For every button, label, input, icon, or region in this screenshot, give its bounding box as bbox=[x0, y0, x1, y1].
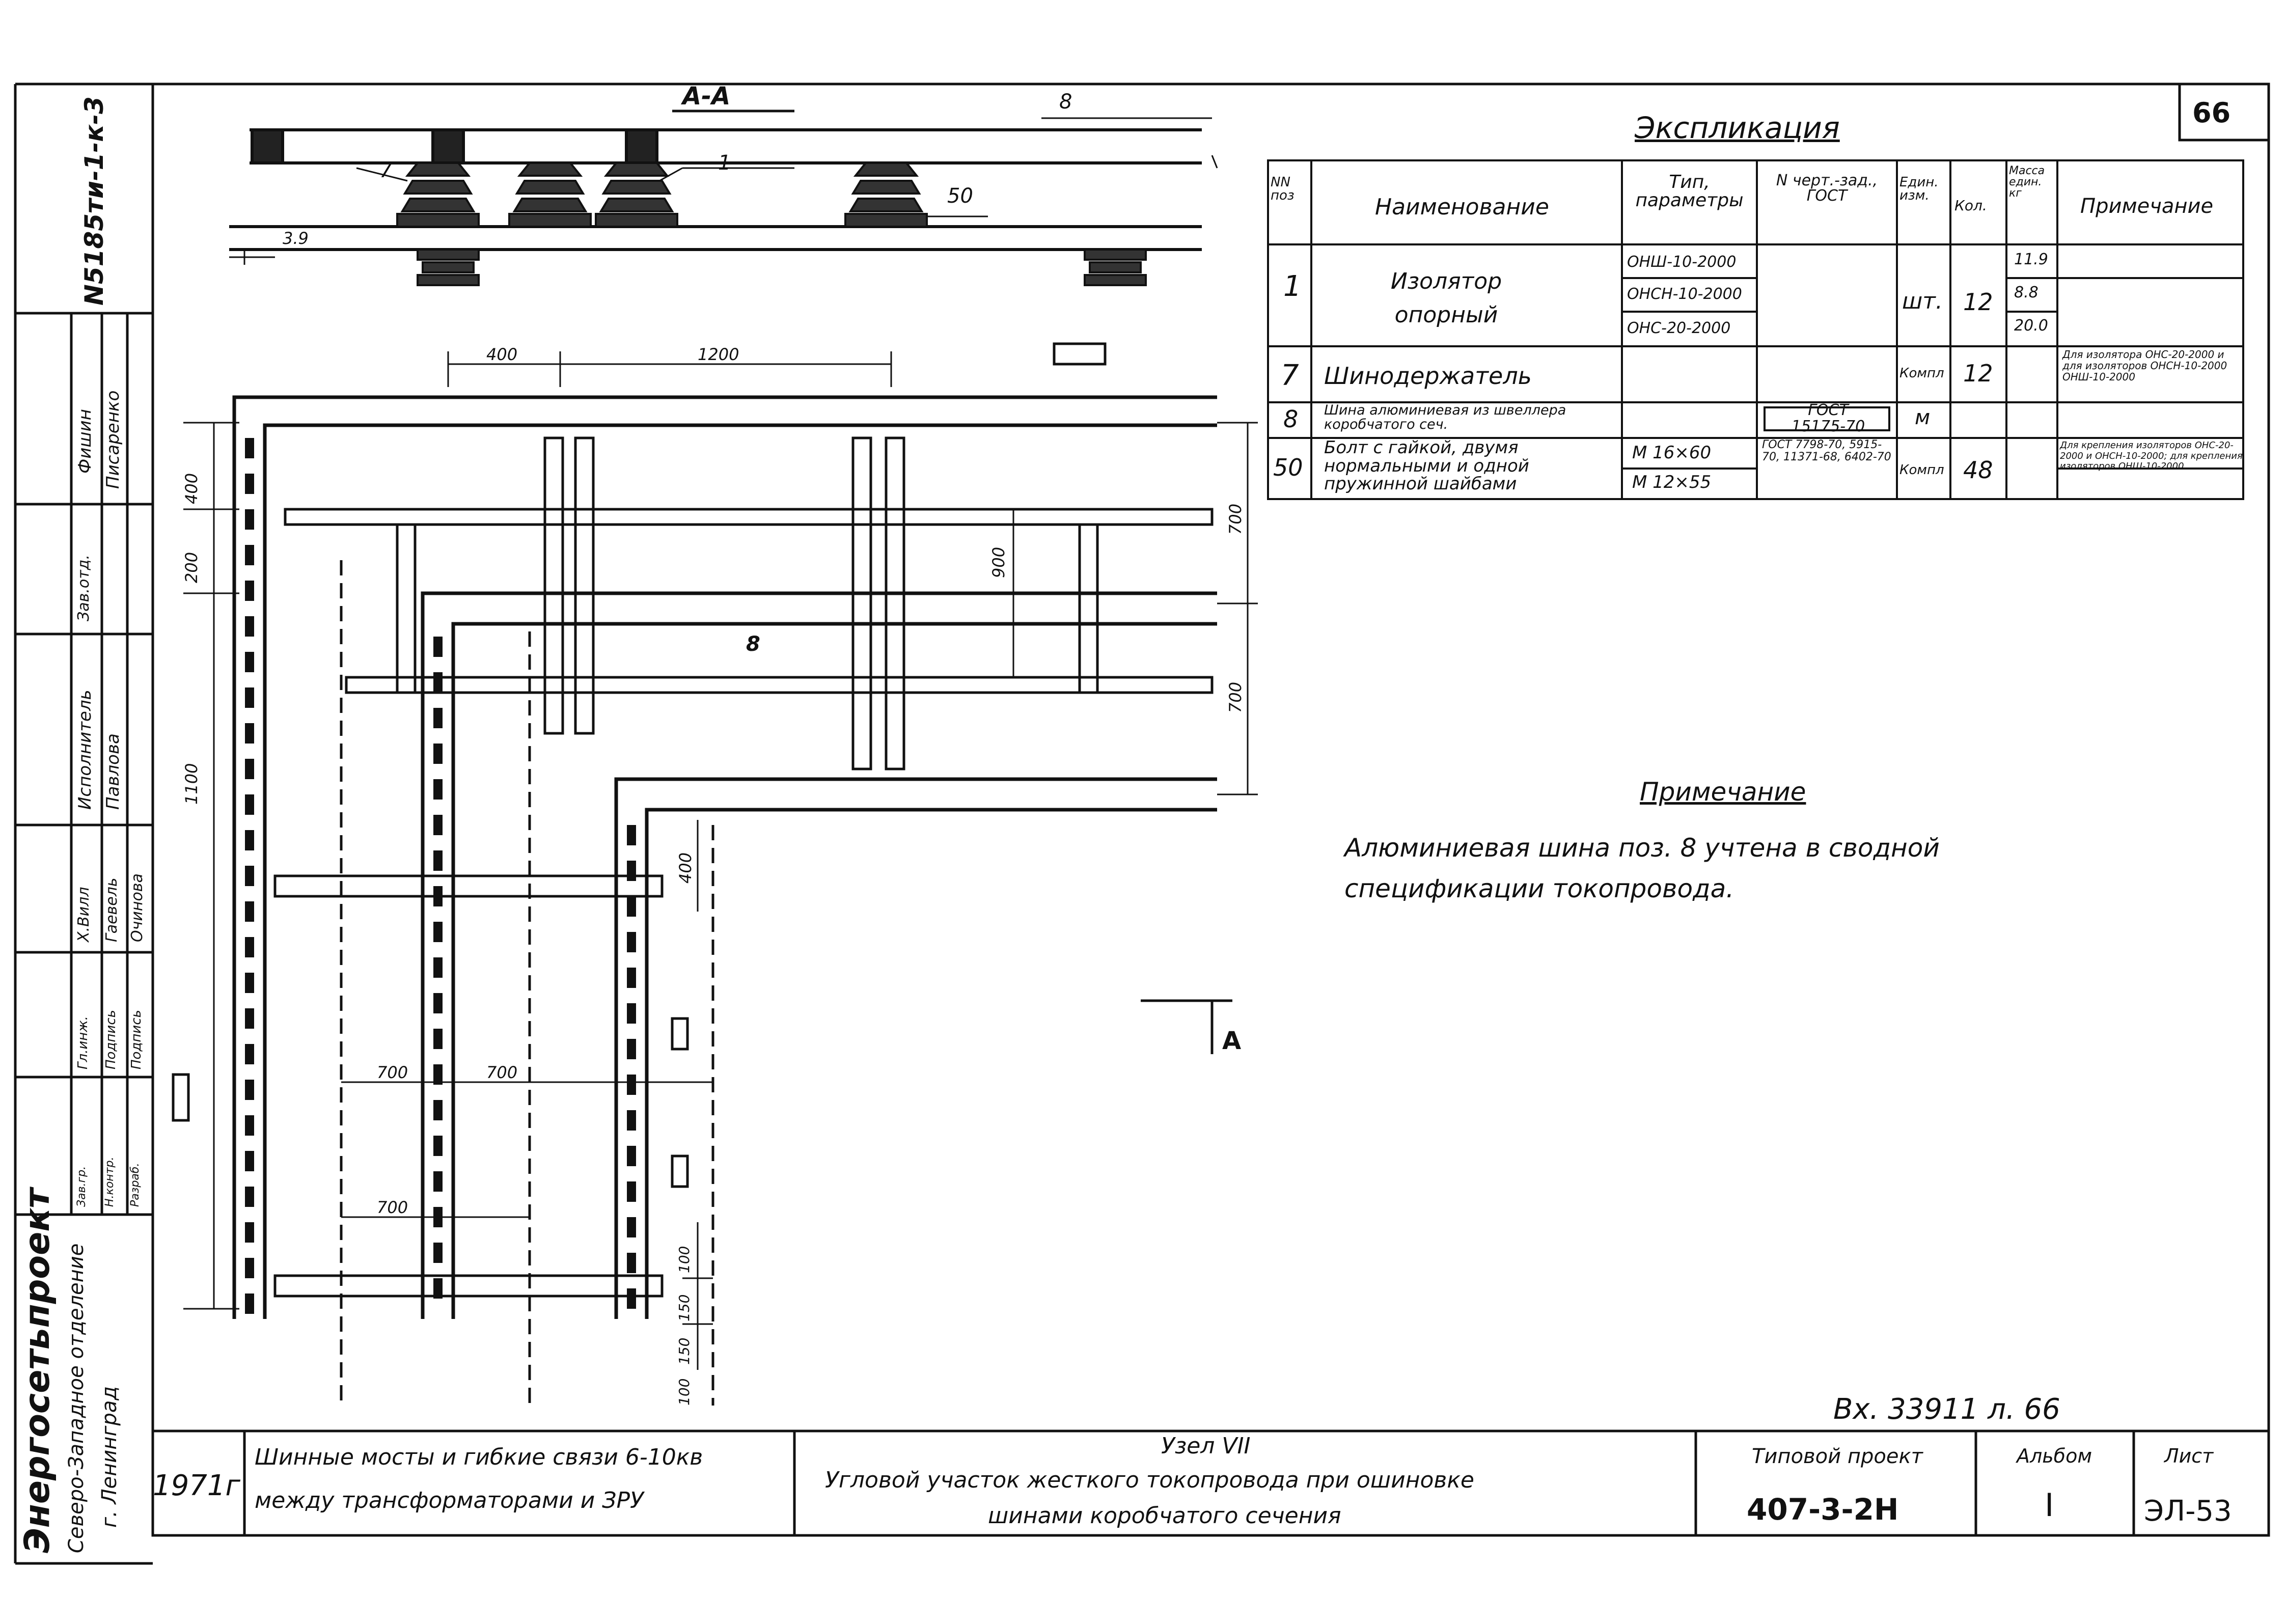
spec-row-note: Для изолятора ОНС-20-2000 и для изолятор… bbox=[2062, 348, 2227, 383]
note-line: Алюминиевая шина поз. 8 учтена в сводной bbox=[1344, 833, 1940, 863]
dim-label: 1200 bbox=[698, 345, 739, 364]
title-description: шинами коробчатого сечения bbox=[988, 1503, 1341, 1529]
section-label: А-А bbox=[682, 82, 731, 111]
position-label-1: 1 bbox=[718, 151, 731, 175]
title-description: Угловой участок жесткого токопровода при… bbox=[825, 1467, 1474, 1493]
spec-row-gost: ГОСТ 15175-70 bbox=[1791, 401, 1865, 435]
dim-label: 200 bbox=[182, 552, 201, 583]
left-strip-cell: Зав.гр. bbox=[75, 1166, 88, 1207]
title-album-label: Альбом bbox=[2017, 1445, 2092, 1467]
left-strip-cell: Гаевель bbox=[103, 877, 121, 942]
left-strip-cell: Н.контр. bbox=[103, 1157, 116, 1207]
spec-header-gost: N черт.-зад., ГОСТ bbox=[1776, 172, 1878, 205]
spec-row-note: Для крепления изоляторов ОНС-20-2000 и О… bbox=[2060, 440, 2243, 472]
left-strip-cell: Гл.инж. bbox=[75, 1016, 91, 1069]
spec-row-mass: 11.9 bbox=[2014, 251, 2048, 268]
note-title: Примечание bbox=[1640, 777, 1806, 807]
spec-row-type: М 12×55 bbox=[1632, 472, 1712, 492]
left-strip-cell: Х.Вилл bbox=[75, 887, 93, 942]
title-album-number: I bbox=[2045, 1487, 2054, 1524]
spec-row-type: М 16×60 bbox=[1632, 443, 1712, 463]
inventory-number: Вх. 33911 л. 66 bbox=[1833, 1393, 2060, 1426]
spec-row-num: 7 bbox=[1281, 359, 1299, 392]
dim-label: 400 bbox=[486, 345, 518, 364]
dim-label: 100 bbox=[676, 1246, 693, 1273]
spec-header-unit: Един. изм. bbox=[1899, 175, 1939, 203]
elevation-label: 3.9 bbox=[283, 229, 309, 248]
spec-row-qty: 12 bbox=[1963, 288, 1993, 316]
spec-row-name: Болт с гайкой, двумя нормальными и одной… bbox=[1324, 437, 1529, 494]
spec-header-type: Тип, параметры bbox=[1635, 172, 1744, 211]
dim-label: 400 bbox=[182, 473, 201, 504]
spec-row-unit: Компл bbox=[1899, 462, 1944, 478]
spec-row-type: ОНШ-10-2000 bbox=[1627, 253, 1737, 271]
spec-row-num: 50 bbox=[1273, 454, 1303, 481]
spec-row-num: 8 bbox=[1283, 405, 1299, 433]
title-year: 1971г bbox=[153, 1469, 240, 1502]
title-sheet-label: Лист bbox=[2164, 1445, 2214, 1467]
sheet-tab-number: 66 bbox=[2192, 97, 2231, 129]
title-sheet-number: ЭЛ-53 bbox=[2144, 1495, 2232, 1528]
org-name: Энергосетьпроект bbox=[17, 1188, 58, 1553]
spec-row-mass: 20.0 bbox=[2014, 317, 2048, 335]
dim-label: 700 bbox=[1226, 503, 1245, 535]
left-strip-cell: Павлова bbox=[103, 733, 123, 810]
title-project-label: Типовой проект bbox=[1752, 1445, 1923, 1468]
spec-header-num: NN поз bbox=[1271, 175, 1295, 203]
spec-row-name: Шина алюминиевая из швеллера коробчатого… bbox=[1324, 402, 1566, 433]
spec-header-qty: Кол. bbox=[1954, 197, 1987, 214]
spec-row-qty: 12 bbox=[1963, 360, 1993, 387]
spec-row-num: 1 bbox=[1283, 270, 1302, 303]
left-strip-cell: Подпись bbox=[129, 1010, 144, 1069]
left-strip-cell: Писаренко bbox=[103, 390, 123, 489]
position-label-7: 7 bbox=[379, 159, 393, 182]
dim-label: 700 bbox=[377, 1198, 408, 1217]
dim-label: 150 bbox=[676, 1337, 693, 1365]
dim-label: 400 bbox=[676, 852, 695, 884]
spec-title: Экспликация bbox=[1635, 111, 1840, 145]
dim-label: 150 bbox=[676, 1294, 693, 1322]
dim-label: 700 bbox=[1226, 681, 1245, 713]
left-strip-cell: Фишин bbox=[75, 409, 95, 474]
spec-header-name: Наименование bbox=[1375, 194, 1549, 220]
spec-header-note: Примечание bbox=[2080, 195, 2214, 218]
spec-row-name: Изолятор опорный bbox=[1390, 268, 1502, 328]
position-label-50: 50 bbox=[947, 184, 973, 208]
spec-row-qty: 48 bbox=[1963, 456, 1993, 484]
dim-label: 900 bbox=[989, 546, 1008, 578]
spec-row-unit: шт. bbox=[1902, 288, 1943, 314]
title-project-number: 407-3-2Н bbox=[1747, 1492, 1899, 1527]
left-strip-cell: Исполнитель bbox=[75, 690, 95, 810]
spec-header-mass: Масса един. кг bbox=[2009, 164, 2045, 200]
left-strip-cell: Очинова bbox=[128, 873, 146, 942]
title-series: между трансформаторами и ЗРУ bbox=[255, 1488, 644, 1513]
spec-row-unit: Компл bbox=[1899, 366, 1944, 381]
dim-label: 700 bbox=[377, 1063, 408, 1082]
left-doc-number: N5185ти-1-к-3 bbox=[79, 96, 109, 306]
left-strip-cell: Зав.отд. bbox=[75, 555, 93, 621]
spec-row-type: ОНС-20-2000 bbox=[1627, 319, 1731, 337]
org-city: г. Ленинград bbox=[98, 1386, 121, 1528]
spec-row-type: ОНСН-10-2000 bbox=[1627, 285, 1742, 303]
spec-row-gost: ГОСТ 7798-70, 5915-70, 11371-68, 6402-70 bbox=[1762, 438, 1891, 464]
left-strip-cell: Разраб. bbox=[129, 1163, 142, 1207]
spec-row-unit: м bbox=[1915, 406, 1931, 429]
org-division: Северо-Западное отделение bbox=[65, 1243, 88, 1553]
dim-label: 1100 bbox=[182, 763, 201, 805]
position-label-8-top: 8 bbox=[1059, 90, 1072, 114]
title-node: Узел VII bbox=[1161, 1433, 1251, 1459]
section-marker: А bbox=[1222, 1027, 1242, 1055]
left-strip-cell: Подпись bbox=[103, 1010, 119, 1069]
spec-row-mass: 8.8 bbox=[2014, 284, 2039, 301]
title-series: Шинные мосты и гибкие связи 6-10кв bbox=[255, 1444, 703, 1470]
position-label-8-plan: 8 bbox=[746, 632, 760, 656]
dim-label: 700 bbox=[486, 1063, 518, 1082]
dim-label: 100 bbox=[676, 1378, 693, 1406]
note-line: спецификации токопровода. bbox=[1344, 874, 1734, 903]
spec-row-name: Шинодержатель bbox=[1324, 362, 1532, 390]
